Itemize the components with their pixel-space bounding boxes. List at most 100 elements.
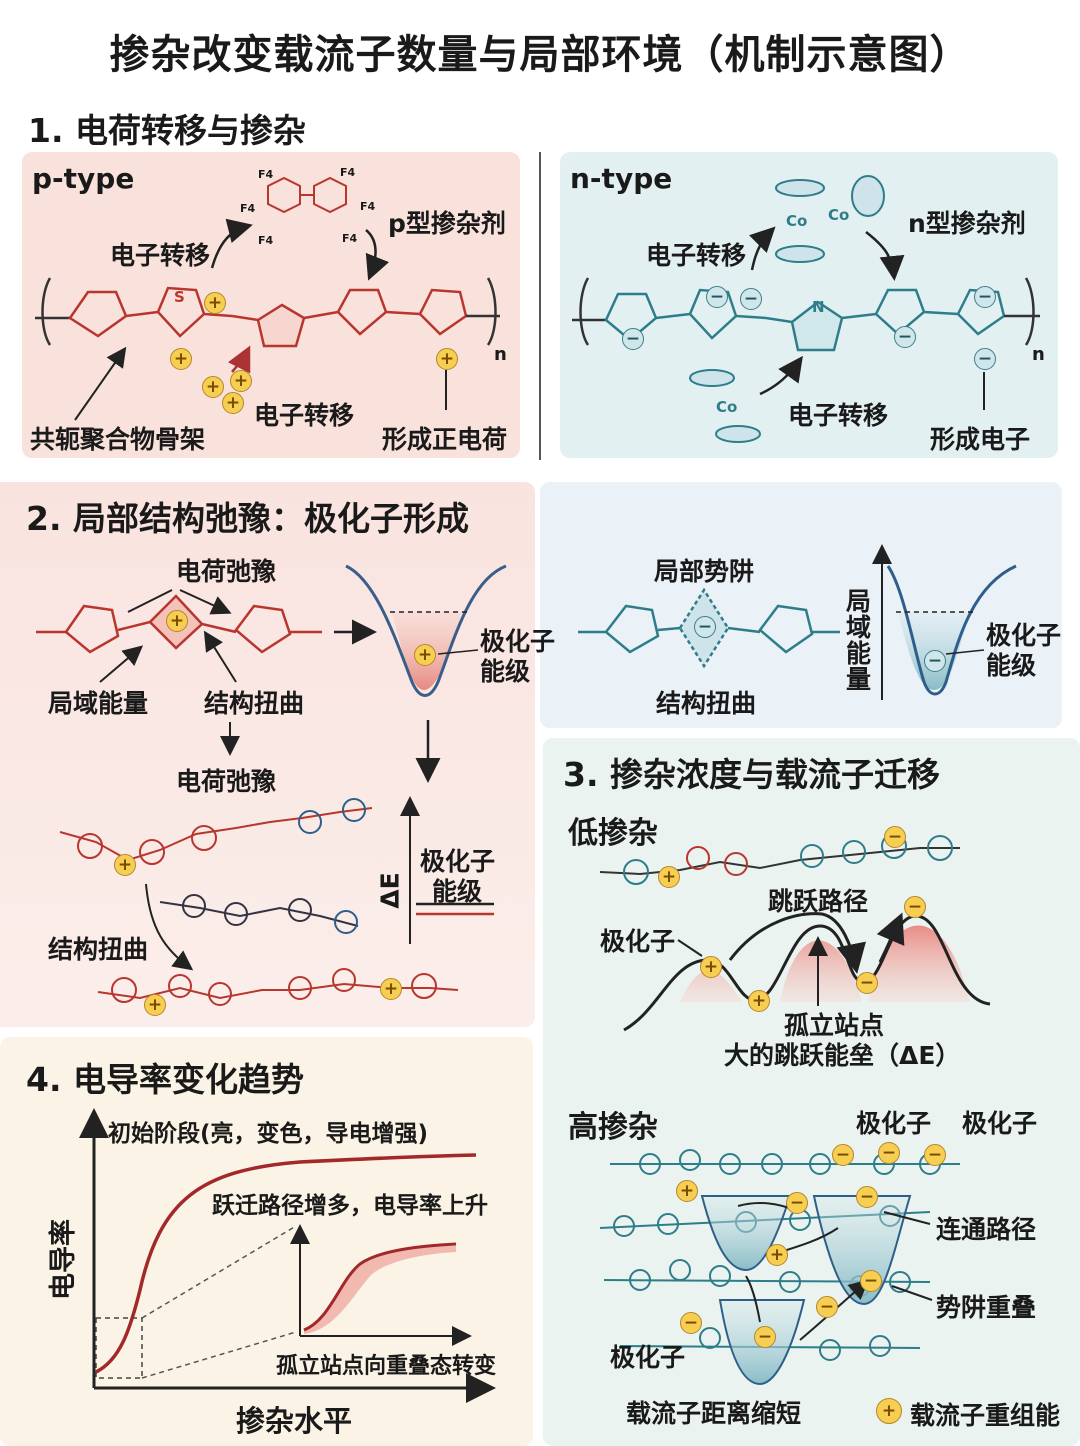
- zoom-line-2: [141, 1331, 297, 1379]
- twist-pointer: [203, 630, 237, 683]
- n-dopant-label: n型掺杂剂: [908, 209, 1026, 238]
- high-charge-10: −: [680, 1312, 702, 1334]
- twist-label-teal: 结构扭曲: [656, 689, 757, 718]
- teal-level-label-2: 能级: [986, 651, 1037, 680]
- polaron-pointer-low: [677, 939, 703, 957]
- p-charge-5: +: [222, 392, 244, 414]
- p-type-label: p-type: [32, 162, 135, 195]
- section4-heading: 4. 电导率变化趋势: [26, 1060, 304, 1099]
- p-f-label-2: F4: [240, 202, 256, 215]
- energy-landscape-fill: [680, 925, 970, 1002]
- p-f-label-3: F4: [258, 234, 274, 247]
- section1-divider: [539, 152, 541, 460]
- cobaltocene-top: [775, 175, 885, 263]
- legend-charge-icon: +: [876, 1398, 902, 1424]
- cobaltocene-bottom: [689, 369, 761, 443]
- p-transfer-bottom-label: 电子转移: [254, 401, 355, 430]
- n-transfer-bottom-label: 电子转移: [788, 401, 889, 430]
- polymer-sketch-3: [97, 968, 459, 1006]
- co-label-2: Co: [828, 206, 850, 224]
- high-charge-3: −: [878, 1142, 900, 1164]
- co-label-1: Co: [786, 212, 808, 230]
- p-backbone-pointer: [74, 346, 127, 421]
- high-charge-4: −: [924, 1144, 946, 1166]
- section2-left-panel: [0, 482, 535, 1027]
- n-type-polymer-chain: [572, 277, 1040, 352]
- p-s-label: S: [174, 288, 185, 306]
- p-type-polymer-chain: [35, 277, 500, 348]
- high-charge-8: −: [860, 1270, 882, 1292]
- p-type-dopant-molecule: [267, 176, 347, 214]
- chain-charge-3: +: [380, 978, 402, 1000]
- p-transfer-arrow-top: [210, 218, 253, 269]
- delta-e-label: ΔE: [375, 872, 405, 909]
- n-charge-4: −: [894, 326, 916, 348]
- polaron-label-b: 极化子: [962, 1109, 1038, 1138]
- lower-level-label-1: 极化子: [420, 847, 496, 876]
- legend-label: 载流子重组能: [910, 1401, 1061, 1430]
- polaron-label-a: 极化子: [856, 1109, 932, 1138]
- n-transfer-arrow-top: [749, 226, 776, 271]
- n-transfer-top-label: 电子转移: [646, 241, 747, 270]
- n-n-subscript: n: [1032, 344, 1045, 365]
- cond-ylabel: 电导率: [48, 1219, 79, 1300]
- p-f-label-6: F4: [342, 232, 358, 245]
- zoom-line-1: [141, 1225, 297, 1319]
- chain-charge-1: +: [114, 854, 136, 876]
- axis-label-4: 量: [846, 665, 872, 694]
- axis-label-3: 能: [846, 639, 872, 668]
- hopping-label: 跳跃路径: [768, 887, 869, 916]
- inset-curve: [303, 1242, 457, 1332]
- overlap-pointer: [891, 1285, 933, 1301]
- p-f-label-4: F4: [340, 166, 356, 179]
- n-charge-5: −: [974, 286, 996, 308]
- p-transfer-arrow-bottom: [227, 345, 251, 374]
- teal-potential-well: [886, 564, 1017, 696]
- cond-note-2: 跃迁路径增多，电导率上升: [212, 1193, 488, 1219]
- p-dopant-label: p型掺杂剂: [388, 209, 506, 238]
- p-charge-1: +: [204, 292, 226, 314]
- high-charge-9: −: [816, 1296, 838, 1318]
- low-charge-4: +: [748, 990, 770, 1012]
- low-charge-2: −: [884, 826, 906, 848]
- p-charge-6: +: [436, 348, 458, 370]
- high-charge-7: +: [766, 1244, 788, 1266]
- chain-charge-2: +: [144, 994, 166, 1016]
- red-level-label-1: 极化子: [480, 627, 556, 656]
- p-charge-3: +: [202, 376, 224, 398]
- page-title: 掺杂改变载流子数量与局部环境（机制示意图）: [109, 32, 971, 78]
- high-path-arrows: [737, 1202, 866, 1341]
- section1-heading: 1. 电荷转移与掺杂: [28, 111, 306, 150]
- low-charge-5: −: [856, 972, 878, 994]
- twist-label-2: 结构扭曲: [48, 935, 149, 964]
- connected-pointer: [883, 1211, 931, 1225]
- well-charge-teal: −: [924, 650, 946, 672]
- lower-level-label-2: 能级: [432, 877, 483, 906]
- n-charge-3: −: [740, 288, 762, 310]
- section2-heading: 2. 局部结构弛豫：极化子形成: [26, 499, 469, 538]
- well-1: [700, 1195, 792, 1272]
- local-energy-pointer: [99, 645, 144, 683]
- red-potential-well: [345, 564, 507, 697]
- n-charge-1: −: [622, 328, 644, 350]
- low-charge-6: −: [904, 896, 926, 918]
- axis-label-1: 局: [846, 587, 872, 616]
- connected-label: 连通路径: [936, 1215, 1037, 1244]
- n-dopant-arrow: [865, 231, 905, 281]
- n-charge-2: −: [706, 286, 728, 308]
- section3-panel: [543, 738, 1080, 1446]
- isolated-label: 孤立站点: [784, 1011, 885, 1040]
- polaron-label-c: 极化子: [610, 1343, 686, 1372]
- high-charge-2: −: [832, 1144, 854, 1166]
- distance-label: 载流子距离缩短: [626, 1399, 802, 1428]
- well-label: 局部势阱: [654, 557, 755, 586]
- p-charge-label: 形成正电荷: [382, 425, 508, 454]
- high-charge-1: +: [676, 1180, 698, 1202]
- relax-arrows: [127, 589, 228, 612]
- red-well-pointer: [437, 649, 479, 655]
- high-charge-11: −: [754, 1326, 776, 1348]
- cond-xlabel: 掺杂水平: [236, 1404, 353, 1438]
- polymer-sketch-2: [159, 894, 359, 934]
- p-n-subscript: n: [494, 344, 507, 365]
- relax-label-2: 电荷弛豫: [176, 767, 277, 796]
